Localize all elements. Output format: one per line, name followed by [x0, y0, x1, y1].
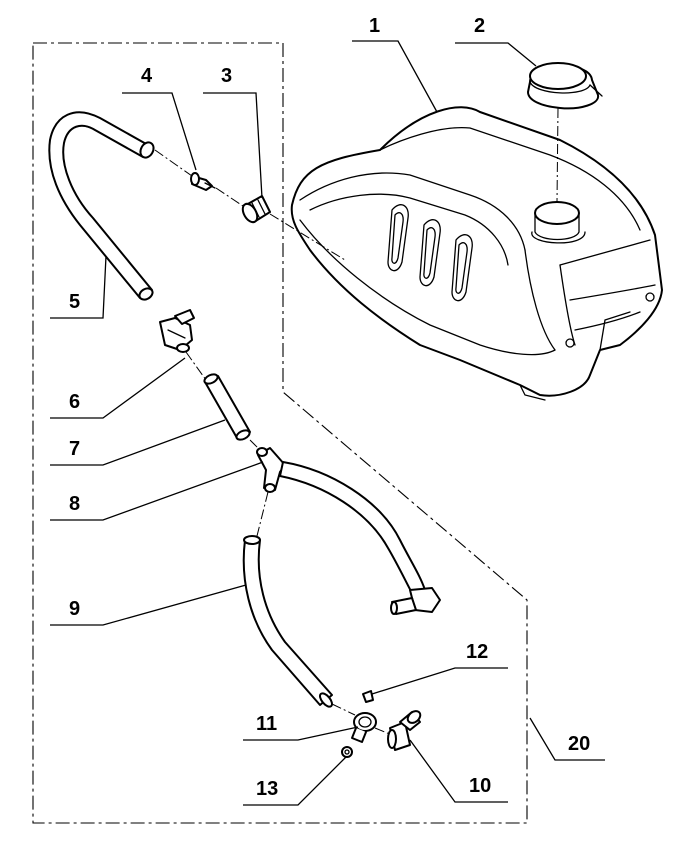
axis-9-11 — [331, 703, 356, 716]
leader-7 — [50, 419, 226, 466]
valve-6-part — [159, 309, 195, 353]
callout-9: 9 — [69, 598, 80, 620]
axis-11-10 — [374, 727, 393, 736]
callout-10: 10 — [469, 775, 491, 797]
leader-lines — [50, 40, 605, 806]
axis-tank — [269, 213, 346, 261]
leader-13 — [243, 756, 347, 806]
leader-6 — [50, 357, 186, 419]
callout-4: 4 — [141, 65, 153, 87]
assembly-group-boundary — [32, 42, 528, 824]
callout-1: 1 — [369, 15, 380, 37]
leader-1 — [352, 40, 438, 113]
clamp-11-part — [351, 712, 377, 743]
leader-9 — [50, 584, 247, 626]
axis-cap-tank — [556, 107, 559, 203]
hose-5-part — [48, 111, 155, 301]
long-hose-part — [279, 461, 426, 596]
axis-3-1 — [215, 187, 247, 209]
callout-11: 11 — [256, 713, 277, 735]
tank-part — [290, 106, 663, 401]
leader-20 — [529, 717, 605, 761]
axis-6-7 — [185, 351, 207, 381]
y-connector-8-part — [256, 447, 286, 493]
fitting-3-part — [241, 195, 271, 224]
callout-20: 20 — [568, 733, 590, 755]
axis-4-3 — [154, 149, 193, 177]
screw-12-part — [362, 690, 374, 703]
elbow-10-part — [387, 710, 422, 751]
callout-12: 12 — [466, 641, 488, 663]
callout-8: 8 — [69, 493, 80, 515]
cap-part — [527, 62, 603, 110]
callout-7: 7 — [69, 438, 80, 460]
axis-8-9 — [255, 491, 269, 541]
callout-2: 2 — [474, 15, 485, 37]
elbow-fitting-part — [390, 587, 441, 615]
leader-3 — [203, 92, 263, 199]
leader-4 — [122, 92, 197, 171]
nut-13-part — [341, 746, 353, 758]
nozzle-4-part — [190, 172, 216, 191]
leader-11 — [243, 726, 359, 741]
callout-6: 6 — [69, 391, 80, 413]
leader-10 — [409, 739, 508, 803]
callout-5: 5 — [69, 291, 80, 313]
hose-7-part — [203, 373, 251, 441]
leader-8 — [50, 461, 264, 521]
callout-3: 3 — [221, 65, 232, 87]
leader-5 — [50, 255, 107, 319]
leader-2 — [455, 42, 537, 67]
hose-9-part — [242, 535, 333, 708]
leader-12 — [371, 667, 508, 695]
callout-13: 13 — [256, 778, 278, 800]
